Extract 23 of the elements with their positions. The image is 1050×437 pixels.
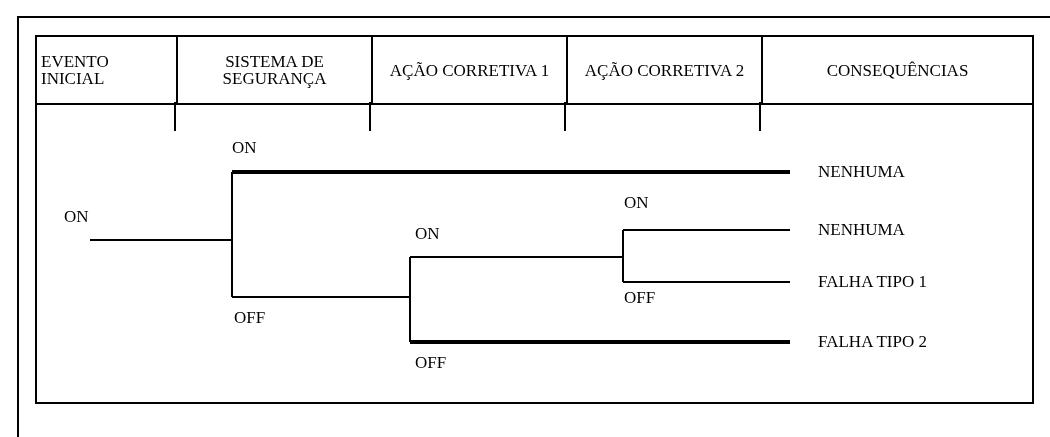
- branch-line: [232, 170, 790, 174]
- edge-label: OFF: [415, 353, 447, 373]
- edge-label: ON: [232, 138, 257, 158]
- tree-branch-line: [89, 171, 233, 298]
- header-cell-text: EVENTO INICIAL: [40, 51, 110, 90]
- branch-label: ON: [415, 224, 440, 244]
- header-cell: SISTEMA DE SEGURANÇA: [176, 37, 371, 103]
- header-cell: AÇÃO CORRETIVA 1: [371, 37, 566, 103]
- consequence-label: FALHA TIPO 2: [790, 332, 927, 352]
- header-cell: AÇÃO CORRETIVA 2: [566, 37, 761, 103]
- edge-label: ON: [624, 193, 649, 213]
- header-cell: CONSEQUÊNCIAS: [761, 37, 1032, 103]
- branch-line: [410, 340, 790, 344]
- edge-label: OFF: [624, 288, 656, 308]
- branch-label: OFF: [234, 308, 266, 328]
- consequence-label: NENHUMA: [790, 220, 905, 240]
- consequence-label: FALHA TIPO 1: [790, 272, 927, 292]
- tree-branch-line: [409, 229, 624, 283]
- branch-label: ON: [64, 207, 89, 227]
- tree-branch-line: [231, 256, 411, 343]
- branch-line: [622, 229, 791, 231]
- consequence-label: NENHUMA: [790, 162, 905, 182]
- branch-line: [622, 281, 791, 283]
